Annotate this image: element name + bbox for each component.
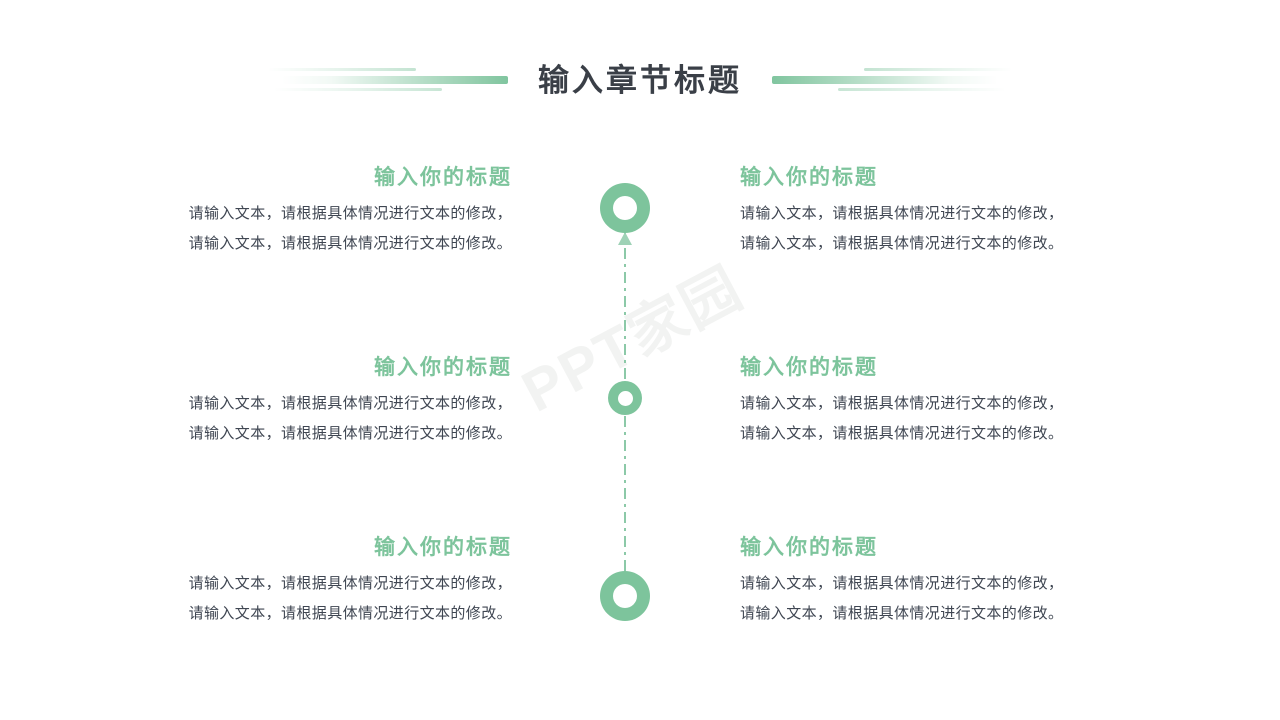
block-text-line: 请输入文本，请根据具体情况进行文本的修改。 xyxy=(188,425,512,443)
block-title: 输入你的标题 xyxy=(740,166,878,189)
timeline-node-2[interactable] xyxy=(608,381,642,415)
block-text-line: 请输入文本，请根据具体情况进行文本的修改， xyxy=(740,205,1064,223)
decorative-lines-left xyxy=(268,57,508,103)
content-block-left-3: 输入你的标题 请输入文本，请根据具体情况进行文本的修改， 请输入文本，请根据具体… xyxy=(112,535,512,629)
block-text-line: 请输入文本，请根据具体情况进行文本的修改。 xyxy=(740,605,1064,623)
deco-line-top-left xyxy=(268,68,416,71)
page-title: 输入章节标题 xyxy=(538,62,742,98)
block-text-line: 请输入文本，请根据具体情况进行文本的修改， xyxy=(740,575,1064,593)
block-title: 输入你的标题 xyxy=(740,356,878,379)
deco-line-main-right xyxy=(772,76,998,84)
deco-line-top-right xyxy=(864,68,1012,71)
content-block-right-2: 输入你的标题 请输入文本，请根据具体情况进行文本的修改， 请输入文本，请根据具体… xyxy=(740,355,1140,449)
content-block-left-1: 输入你的标题 请输入文本，请根据具体情况进行文本的修改， 请输入文本，请根据具体… xyxy=(112,165,512,259)
content-block-left-2: 输入你的标题 请输入文本，请根据具体情况进行文本的修改， 请输入文本，请根据具体… xyxy=(112,355,512,449)
block-text-line: 请输入文本，请根据具体情况进行文本的修改。 xyxy=(740,425,1064,443)
watermark: PPT家园 xyxy=(511,255,754,425)
block-text-line: 请输入文本，请根据具体情况进行文本的修改。 xyxy=(188,605,512,623)
block-title: 输入你的标题 xyxy=(374,536,512,559)
block-title: 输入你的标题 xyxy=(374,166,512,189)
arrow-up-icon xyxy=(618,232,632,245)
block-text-line: 请输入文本，请根据具体情况进行文本的修改， xyxy=(188,205,512,223)
block-text-line: 请输入文本，请根据具体情况进行文本的修改。 xyxy=(740,235,1064,253)
ring-hole xyxy=(613,196,637,220)
block-title: 输入你的标题 xyxy=(374,356,512,379)
deco-line-bottom-right xyxy=(838,88,1006,91)
content-block-right-3: 输入你的标题 请输入文本，请根据具体情况进行文本的修改， 请输入文本，请根据具体… xyxy=(740,535,1140,629)
timeline-node-3[interactable] xyxy=(600,571,650,621)
decorative-lines-right xyxy=(772,57,1012,103)
block-text-line: 请输入文本，请根据具体情况进行文本的修改， xyxy=(740,395,1064,413)
block-title: 输入你的标题 xyxy=(740,536,878,559)
deco-line-main-left xyxy=(282,76,508,84)
block-text-line: 请输入文本，请根据具体情况进行文本的修改， xyxy=(188,395,512,413)
block-text-line: 请输入文本，请根据具体情况进行文本的修改。 xyxy=(188,235,512,253)
deco-line-bottom-left xyxy=(274,88,442,91)
timeline-node-1[interactable] xyxy=(600,183,650,233)
ring-hole xyxy=(613,584,637,608)
content-block-right-1: 输入你的标题 请输入文本，请根据具体情况进行文本的修改， 请输入文本，请根据具体… xyxy=(740,165,1140,259)
block-text-line: 请输入文本，请根据具体情况进行文本的修改， xyxy=(188,575,512,593)
ring-hole xyxy=(617,390,633,406)
slide-title-band: 输入章节标题 xyxy=(0,52,1280,108)
